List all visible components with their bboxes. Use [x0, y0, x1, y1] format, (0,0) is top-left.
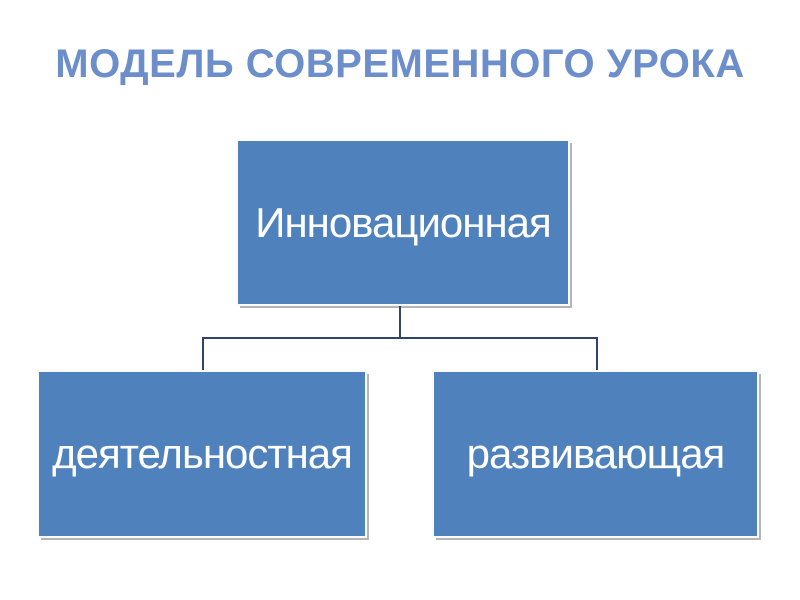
root-node-label: Инновационная — [255, 198, 551, 246]
child-node-left-label: деятельностная — [52, 430, 353, 477]
connector-root-stem — [399, 306, 401, 338]
connector-drop-left — [202, 337, 204, 371]
root-node: Инновационная — [238, 141, 568, 304]
child-node-right-label: развивающая — [466, 430, 726, 477]
child-node-right: развивающая — [434, 372, 757, 536]
connector-drop-right — [596, 337, 598, 371]
child-node-left: деятельностная — [39, 372, 365, 536]
connector-horizontal-bar — [202, 337, 598, 339]
slide-title: МОДЕЛЬ СОВРЕМЕННОГО УРОКА — [55, 42, 745, 86]
